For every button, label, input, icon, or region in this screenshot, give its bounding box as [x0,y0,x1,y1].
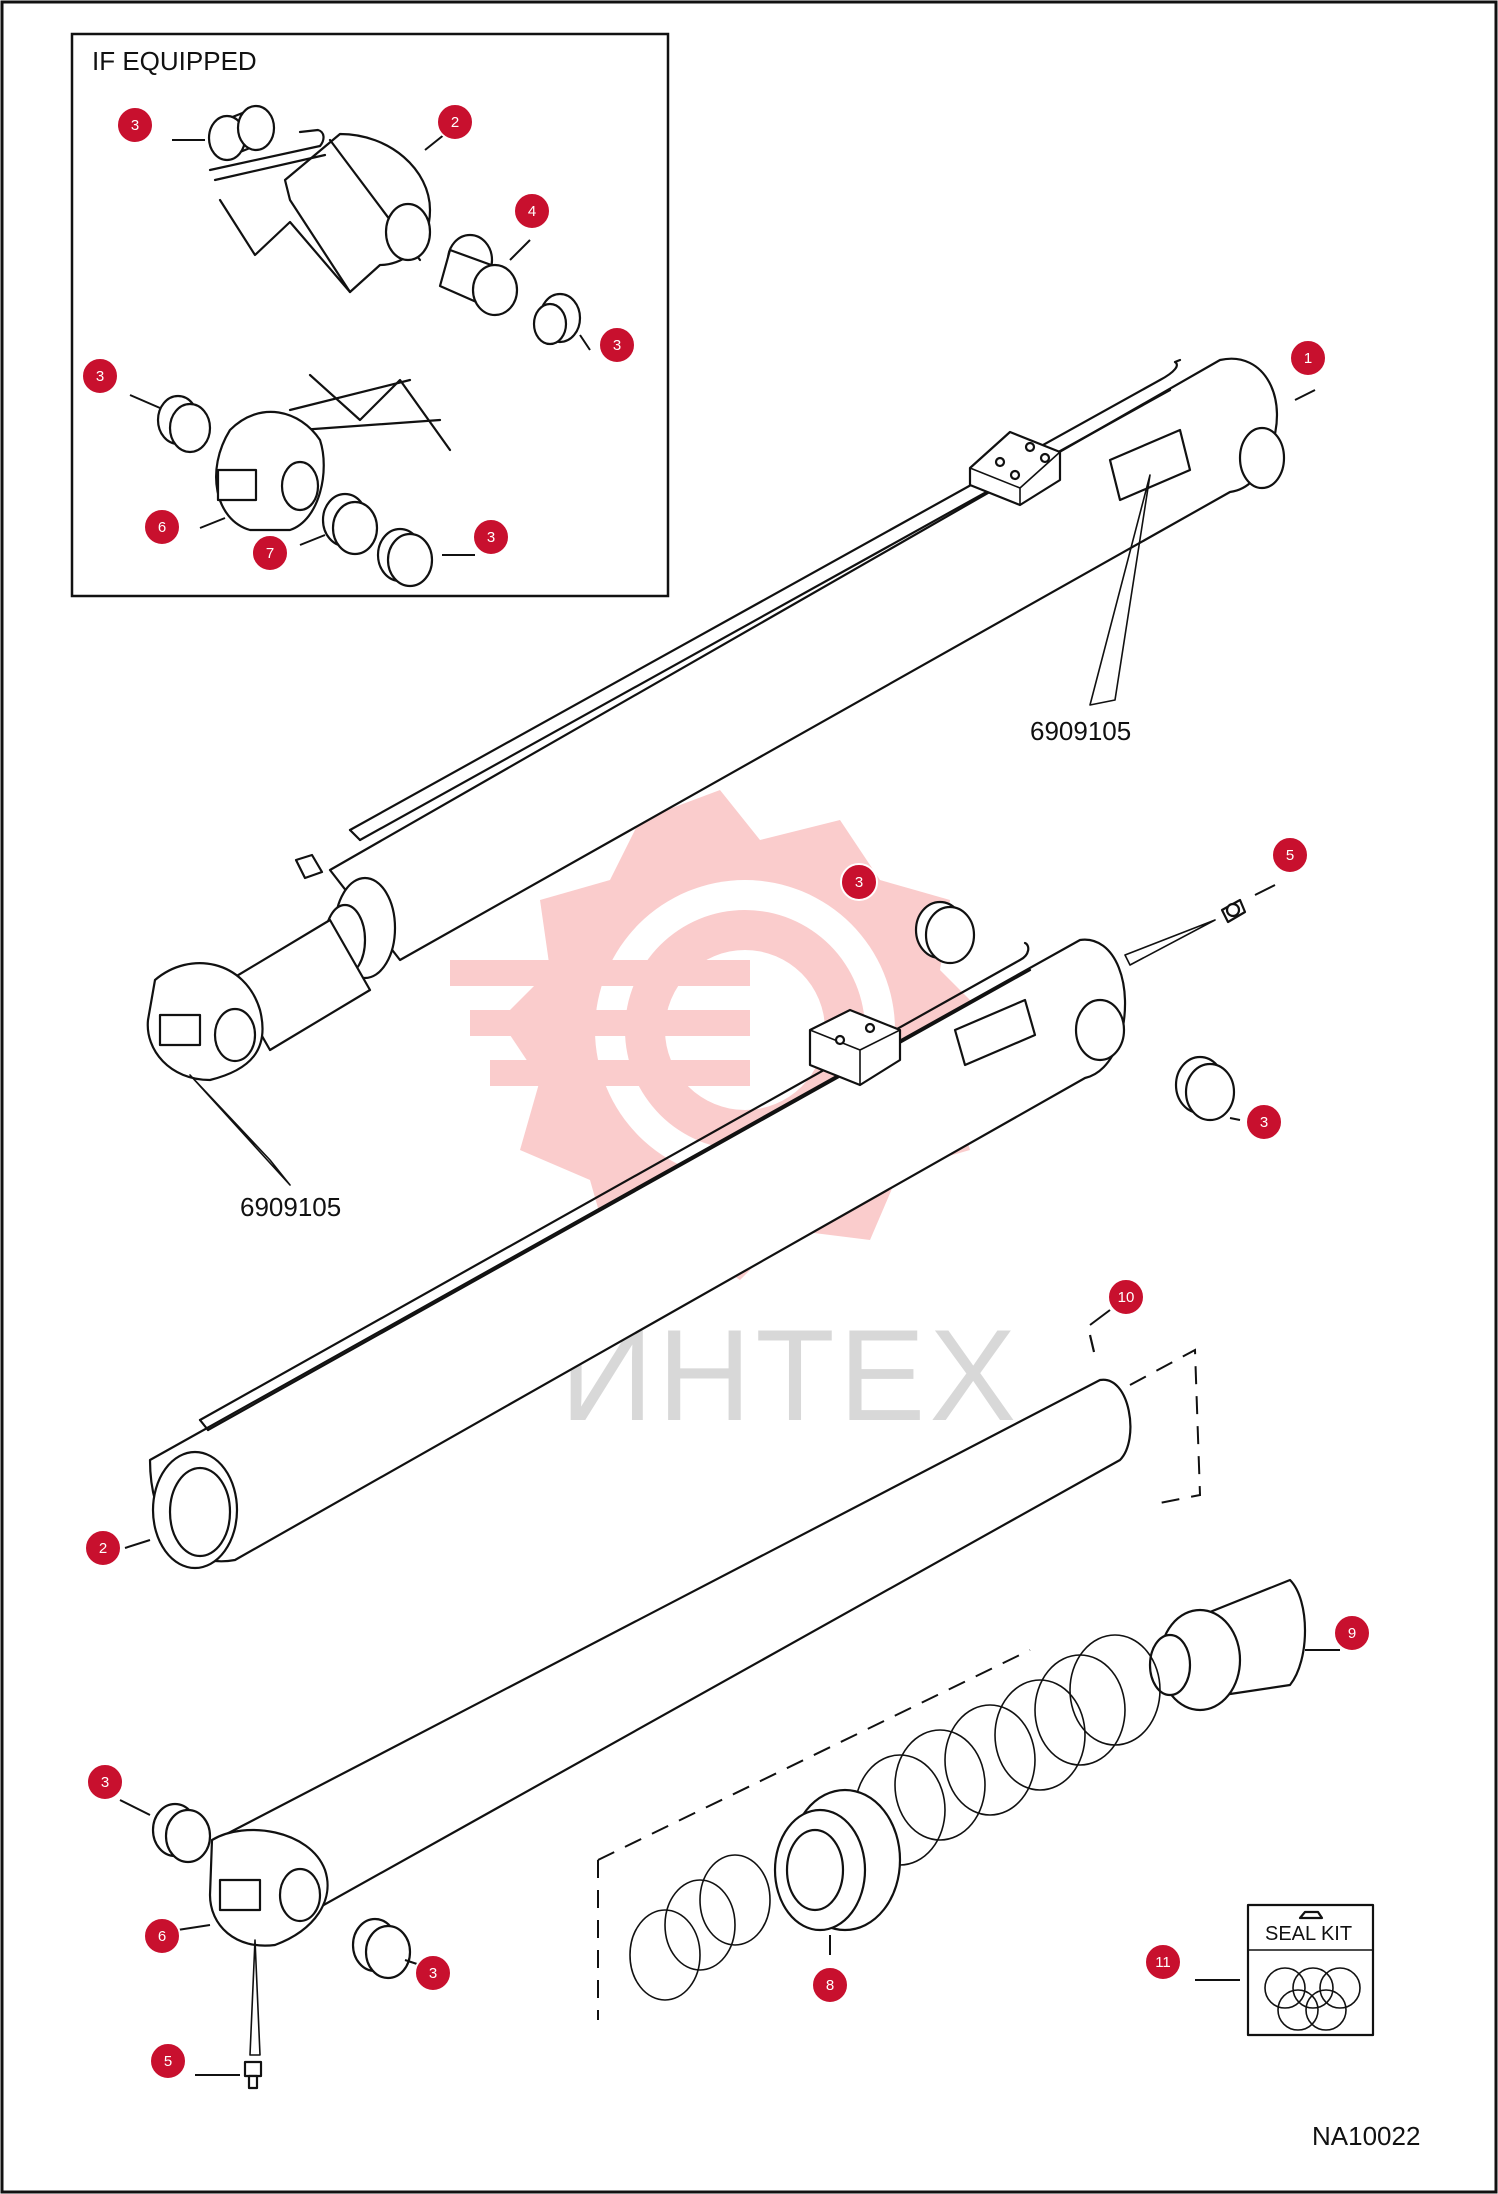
callout-circle [251,534,289,572]
grease-fitting-top [1124,898,1247,966]
callout-c3d: 3 [472,518,510,556]
grease-fitting-bottom [243,2060,263,2090]
callout-c6b: 6 [143,1917,181,1955]
callout-c6a: 6 [143,508,181,546]
cylinder-assembly [146,357,1286,1082]
inset-rod-end [215,373,452,532]
callout-c10: 10 [1107,1278,1145,1316]
callout-circle [1271,836,1309,874]
callout-circle [1144,1943,1182,1981]
callout-circle [840,863,878,901]
callout-circle [414,1954,452,1992]
callout-number: 3 [1260,1114,1268,1131]
inset-title: IF EQUIPPED [92,46,257,76]
callout-c7: 7 [251,534,289,572]
callout-number: 7 [266,545,274,562]
callout-number: 5 [1286,847,1294,864]
callout-c2b: 2 [84,1529,122,1567]
callout-number: 3 [613,337,621,354]
callout-c3f: 3 [1245,1103,1283,1141]
callout-number: 5 [164,2053,172,2070]
seal-rings-lower [629,1854,771,2001]
callout-number: 3 [429,1965,437,1982]
callout-circle [84,1529,122,1567]
rod-bracket [1129,1348,1202,1506]
callout-c3a: 3 [116,106,154,144]
inset-bushing-3b [532,292,582,346]
callout-circle [81,357,119,395]
callout-number: 3 [101,1774,109,1791]
seal-rings-upper [854,1634,1161,1866]
seal-kit-label: SEAL KIT [1265,1923,1352,1945]
inset-bushing-7 [321,492,379,556]
part-number-label-top: 6909105 [1030,716,1131,746]
callout-circle [598,326,636,364]
callout-number: 8 [826,1977,834,1994]
callout-circle [811,1966,849,2004]
callout-circle [1333,1614,1371,1652]
callout-number: 9 [1348,1625,1356,1642]
callout-circle [1245,1103,1283,1141]
bushing-lower-right [351,1917,412,1980]
bushing-lower-left [151,1802,212,1864]
callout-c3e: 3 [840,863,878,901]
callout-number: 3 [487,529,495,546]
callout-c3h: 3 [414,1954,452,1992]
inset-bushing-1 [207,104,276,162]
gland-8 [773,1788,902,1932]
callout-circle [1107,1278,1145,1316]
callout-number: 2 [451,114,459,131]
callout-number: 3 [131,117,139,134]
callout-circle [513,192,551,230]
bushing-middle [914,900,976,965]
callout-c4: 4 [513,192,551,230]
callout-number: 3 [855,874,863,891]
callout-number: 4 [528,203,536,220]
callout-c8: 8 [811,1966,849,2004]
callout-circle [143,1917,181,1955]
callout-c11: 11 [1144,1943,1182,1981]
callout-number: 2 [99,1540,107,1557]
inset-barrel-top [208,128,432,294]
figure-code: NA10022 [1312,2121,1420,2151]
inset-bushing-3d [376,527,434,588]
callout-number: 11 [1155,1954,1171,1971]
callout-circle [1289,339,1327,377]
callout-circle [86,1763,124,1801]
callout-c3b: 3 [598,326,636,364]
callout-c5b: 5 [149,2042,187,2080]
callout-c9: 9 [1333,1614,1371,1652]
rod [208,1334,1132,1947]
grease-pointer-bottom [249,1939,261,2056]
callout-c1: 1 [1289,339,1327,377]
callout-circle [436,103,474,141]
seal-kit-box [1246,1903,1375,2037]
inset-bushing-4 [438,233,519,317]
seal-bracket [597,1649,1031,2020]
inset-bushing-3c [156,394,212,454]
callout-c3c: 3 [81,357,119,395]
callout-number: 6 [158,519,166,536]
callout-c3g: 3 [86,1763,124,1801]
callout-circle [472,518,510,556]
bushing-right [1174,1055,1236,1122]
piston [1148,1578,1306,1712]
callout-number: 3 [96,368,104,385]
barrel [148,938,1127,1570]
callout-circle [116,106,154,144]
callout-layer: 1 2 2 3 3 3 3 3 3 3 3 4 5 5 6 6 7 8 9 10 11 [81,103,1371,2080]
part-number-label-bottom: 6909105 [240,1192,341,1222]
callout-c5a: 5 [1271,836,1309,874]
callout-number: 6 [158,1928,166,1945]
part-number-pointer-bottom [189,1074,291,1186]
callout-circle [149,2042,187,2080]
part-number-pointer-top [1089,474,1151,706]
callout-circle [143,508,181,546]
callout-number: 1 [1304,350,1312,367]
callout-number: 10 [1118,1289,1135,1306]
callout-c2a: 2 [436,103,474,141]
